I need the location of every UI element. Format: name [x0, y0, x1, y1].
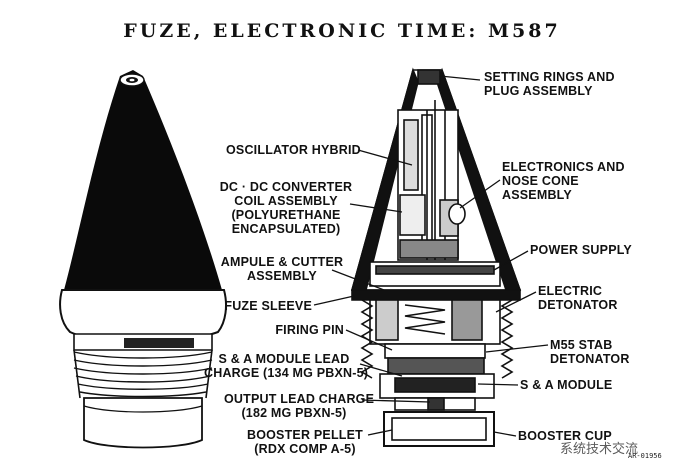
label-sa-module: S & A MODULE: [520, 378, 612, 392]
label-line: FUZE SLEEVE: [224, 299, 312, 313]
label-electric-detonator: ELECTRIC DETONATOR: [538, 284, 618, 312]
label-line: OUTPUT LEAD CHARGE: [224, 392, 375, 406]
label-line: COIL ASSEMBLY: [234, 194, 338, 208]
figure-code: AR-01956: [628, 452, 662, 460]
label-line: S & A MODULE LEAD: [218, 352, 350, 366]
label-line: AMPULE & CUTTER: [220, 255, 344, 269]
label-output-lead-charge: OUTPUT LEAD CHARGE (182 MG PBXN-5): [224, 392, 375, 420]
label-line: POWER SUPPLY: [530, 243, 632, 257]
label-line: DETONATOR: [538, 298, 618, 312]
label-booster-pellet: BOOSTER PELLET (RDX COMP A-5): [240, 428, 370, 456]
label-firing-pin: FIRING PIN: [240, 323, 344, 337]
leader-lines: [313, 75, 549, 437]
label-line: (POLYURETHANE: [231, 208, 341, 222]
label-line: SETTING RINGS AND: [484, 70, 615, 84]
label-line: BOOSTER PELLET: [246, 428, 363, 442]
label-line: ELECTRONICS AND: [502, 160, 625, 174]
label-dcdc-converter: DC · DC CONVERTER COIL ASSEMBLY (POLYURE…: [216, 180, 356, 236]
label-line: ENCAPSULATED): [231, 222, 341, 236]
label-m55-stab-detonator: M55 STAB DETONATOR: [550, 338, 630, 366]
label-line: (182 MG PBXN-5): [241, 406, 347, 420]
label-line: ELECTRIC: [538, 284, 603, 298]
watermark-text: 系统技术交流: [560, 442, 639, 457]
label-line: CHARGE (134 MG PBXN-5): [204, 366, 369, 380]
label-setting-rings: SETTING RINGS AND PLUG ASSEMBLY: [484, 70, 615, 98]
label-electronics-nose-cone: ELECTRONICS AND NOSE CONE ASSEMBLY: [502, 160, 625, 202]
label-line: S & A MODULE: [520, 378, 613, 392]
label-line: OSCILLATOR HYBRID: [226, 143, 361, 157]
label-line: PLUG ASSEMBLY: [484, 84, 593, 98]
cutaway-fuze-view: [350, 67, 522, 447]
label-booster-cup: BOOSTER CUP: [518, 429, 612, 443]
label-oscillator-hybrid: OSCILLATOR HYBRID: [226, 143, 361, 157]
label-sa-module-lead-charge: S & A MODULE LEAD CHARGE (134 MG PBXN-5): [204, 352, 369, 380]
label-line: M55 STAB: [550, 338, 613, 352]
label-line: DETONATOR: [550, 352, 630, 366]
label-line: ASSEMBLY: [502, 188, 572, 202]
label-line: ASSEMBLY: [247, 269, 317, 283]
label-line: BOOSTER CUP: [518, 429, 612, 443]
external-fuze-view: [59, 70, 227, 449]
label-line: FIRING PIN: [275, 323, 344, 337]
label-fuze-sleeve: FUZE SLEEVE: [200, 299, 312, 313]
label-line: DC · DC CONVERTER: [219, 180, 353, 194]
label-power-supply: POWER SUPPLY: [530, 243, 632, 257]
label-line: (RDX COMP A-5): [254, 442, 356, 456]
figure-title: FUZE, ELECTRONIC TIME: M587: [123, 20, 561, 42]
label-ampule-cutter: AMPULE & CUTTER ASSEMBLY: [212, 255, 352, 283]
label-line: NOSE CONE: [502, 174, 579, 188]
